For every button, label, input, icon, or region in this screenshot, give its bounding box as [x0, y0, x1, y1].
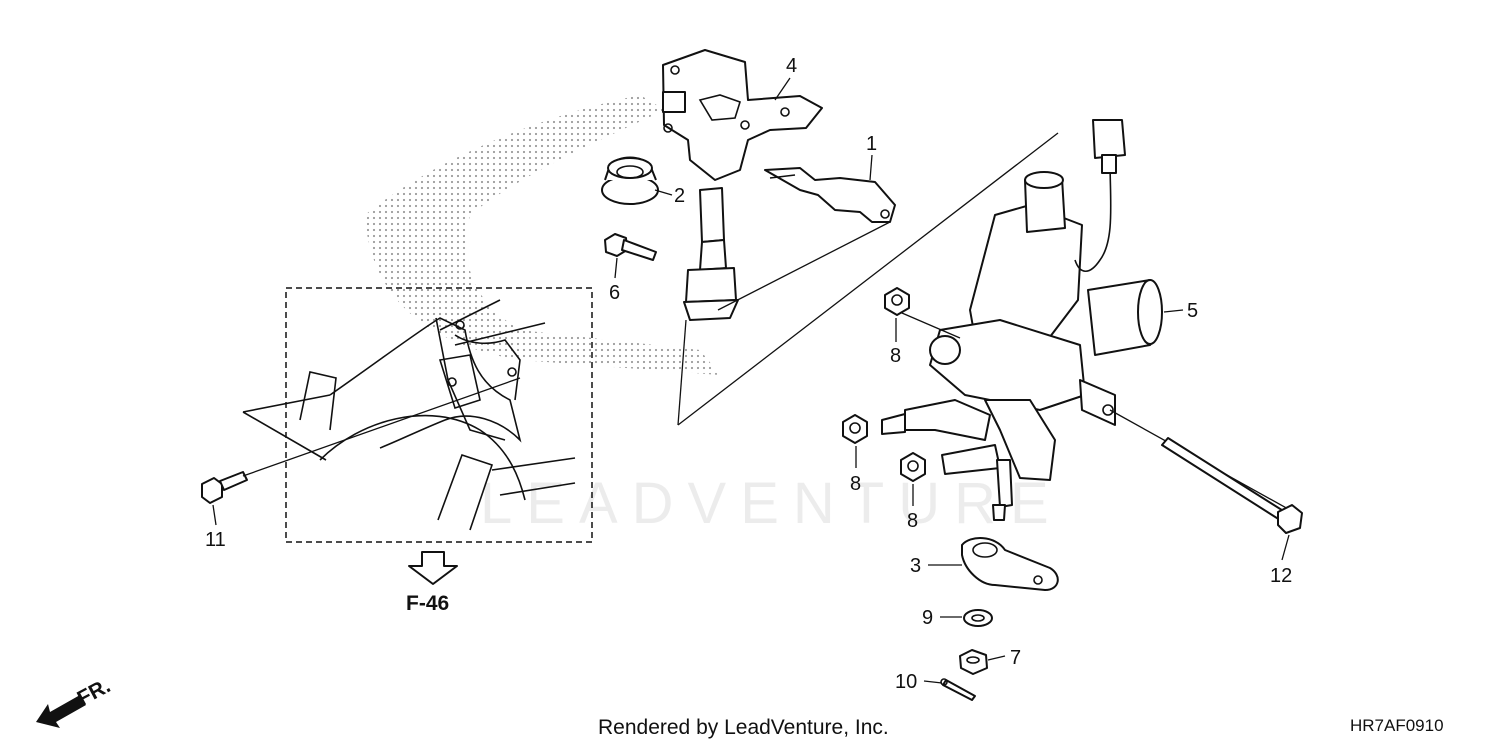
- clamp-1: [764, 167, 896, 223]
- frame-bracket: [242, 299, 576, 531]
- callout-3: 3: [910, 555, 921, 577]
- footer-credit: Rendered by LeadVenture, Inc.: [598, 716, 889, 739]
- reference-arrow-icon: [408, 551, 458, 585]
- cotter-pin-10: [940, 678, 976, 701]
- nut-8-low: [900, 452, 926, 482]
- reference-label: F-46: [406, 592, 449, 615]
- nut-7: [959, 649, 988, 675]
- stipple-shading: [365, 95, 720, 375]
- callout-10: 10: [895, 671, 917, 693]
- leader-lines: [212, 77, 1290, 684]
- callout-11: 11: [205, 529, 226, 551]
- grommet-2: [601, 156, 659, 205]
- watermark: LEADVENTURE: [480, 471, 1063, 536]
- arm-3: [961, 537, 1059, 591]
- eps-unit-5: [881, 119, 1163, 521]
- upper-bracket-4: [662, 49, 823, 181]
- washer-9: [963, 609, 993, 627]
- callout-2: 2: [674, 185, 685, 207]
- nut-8-mid: [842, 414, 868, 444]
- bolt-11: [201, 377, 521, 504]
- callout-8b: 8: [850, 473, 861, 495]
- callout-6: 6: [609, 282, 620, 304]
- callout-5: 5: [1187, 300, 1198, 322]
- nut-8-top: [884, 287, 910, 316]
- callout-12: 12: [1270, 565, 1292, 587]
- drawing-code: HR7AF0910: [1350, 716, 1444, 735]
- callout-7: 7: [1010, 647, 1021, 669]
- bolt-12: [1161, 437, 1303, 534]
- callout-8c: 8: [907, 510, 918, 532]
- bolt-6: [604, 233, 657, 261]
- callout-9: 9: [922, 607, 933, 629]
- callout-8a: 8: [890, 345, 901, 367]
- callout-1: 1: [866, 133, 877, 155]
- frame-reference-box: [285, 287, 593, 543]
- steering-shaft: [677, 132, 1059, 426]
- front-direction-arrow-icon: [36, 695, 86, 728]
- callout-4: 4: [786, 55, 797, 77]
